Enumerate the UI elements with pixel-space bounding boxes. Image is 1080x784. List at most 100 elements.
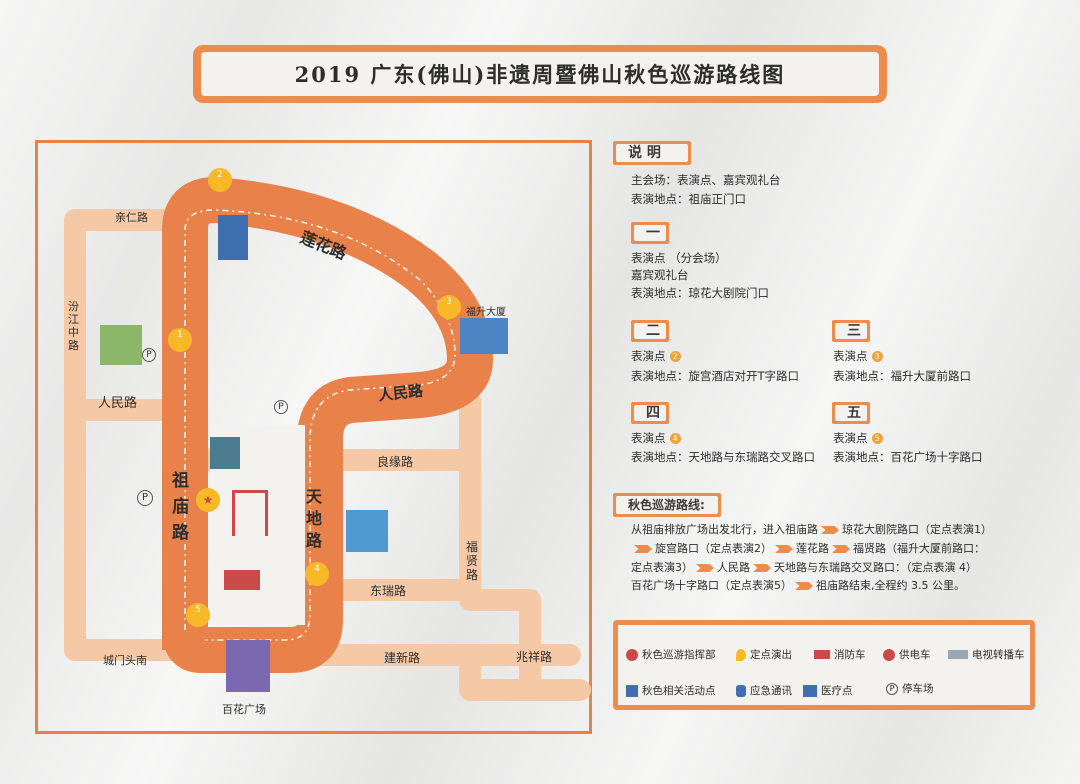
- chevron-right-icon: [795, 582, 813, 590]
- building-icon: [226, 640, 270, 692]
- page-title: 2019 广东(佛山)非遗周暨佛山秋色巡游路线图: [201, 52, 879, 96]
- parade-route: [162, 177, 493, 673]
- command-icon: [626, 648, 638, 661]
- explanation-heading-text: 说 明: [616, 144, 688, 162]
- legend-label: 医疗点: [821, 685, 853, 697]
- road-label-renmin-west: 人民路: [98, 396, 138, 411]
- road-label-dongrui: 东瑞路: [370, 584, 407, 598]
- pin-icon: [736, 648, 746, 661]
- section-three-label: 表演点: [833, 349, 868, 363]
- section-two-line2: 表演地点：旋宫酒店对开T字路口: [631, 369, 800, 383]
- place-label-fusheng: 福升大厦: [466, 307, 506, 318]
- parking-icon: P: [886, 682, 898, 695]
- road-label-qinren: 亲仁路: [115, 211, 148, 224]
- chevron-right-icon: [753, 564, 771, 572]
- road-label-jianxin: 建新路: [384, 651, 421, 665]
- route-text: 百花广场十字路口（定点表演5）: [631, 579, 792, 592]
- main-venue-pin-icon[interactable]: ★: [196, 488, 220, 524]
- pin-number: 1: [177, 330, 183, 340]
- legend-item-firetruck: 消防车: [814, 647, 866, 662]
- chevron-right-icon: [775, 545, 793, 553]
- section-four-line2: 表演地点：天地路与东瑞路交叉路口: [631, 450, 815, 464]
- section-tag-three-text: 三: [835, 323, 867, 339]
- section-tag-five-text: 五: [835, 405, 867, 421]
- road-label-fenjiang: 汾江中路: [68, 300, 79, 352]
- pin-number: 2: [217, 170, 223, 180]
- section-tag-one: 一: [631, 222, 669, 244]
- route-text: 祖庙路结束,全程约 3.5 公里。: [816, 579, 965, 592]
- route-text: 定点表演3）: [631, 561, 693, 574]
- tv-van-icon: [948, 650, 968, 659]
- section-tag-two-text: 二: [634, 323, 666, 339]
- section-tag-four-text: 四: [634, 405, 666, 421]
- legend-item-activity: 秋色相关活动点: [626, 683, 716, 698]
- pin-icon[interactable]: 3: [437, 295, 461, 331]
- fire-truck-icon: [814, 650, 830, 659]
- section-four-label: 表演点: [631, 431, 666, 445]
- road-fenjiang: [64, 209, 181, 661]
- chevron-right-icon: [634, 545, 652, 553]
- pin-icon[interactable]: 1: [168, 328, 192, 364]
- parade-route-center: [184, 209, 456, 641]
- pin-icon[interactable]: 2: [208, 168, 232, 204]
- building-icon: [346, 510, 388, 552]
- route-line-1: 从祖庙排放广场出发北行，进入祖庙路琼花大剧院路口（定点表演1）: [631, 521, 992, 537]
- parking-icon: P: [274, 400, 288, 414]
- map-frame: [35, 140, 592, 734]
- road-label-liangyuan: 良缘路: [377, 455, 414, 469]
- legend-label: 供电车: [899, 649, 931, 661]
- section-one-line1: 表演点 （分会场）: [631, 251, 727, 265]
- building-icon: [460, 318, 508, 354]
- section-tag-five: 五: [832, 402, 870, 424]
- road-label-chengmentounan: 城门头南: [103, 654, 147, 667]
- route-text: 福贤路（福升大厦前路口：: [853, 542, 985, 555]
- section-two-label: 表演点: [631, 349, 666, 363]
- road-label-tiandi: 天地路: [306, 487, 323, 550]
- legend-label: 秋色巡游指挥部: [642, 649, 716, 661]
- pin-number: 3: [446, 297, 452, 307]
- parking-icon: P: [142, 348, 156, 362]
- route-heading: 秋色巡游路线:: [613, 493, 721, 517]
- building-icon: [218, 215, 248, 260]
- section-one-line2: 嘉宾观礼台: [631, 268, 689, 282]
- road-label-zumiao: 祖庙路: [172, 471, 189, 543]
- section-tag-one-text: 一: [634, 225, 666, 241]
- chevron-right-icon: [821, 526, 839, 534]
- legend-item-parking: P 停车场: [886, 681, 934, 696]
- pin-number-icon: 3: [871, 351, 883, 362]
- route-text: 人民路: [717, 561, 750, 574]
- pin-icon[interactable]: 5: [186, 603, 210, 639]
- pin-number-icon: 5: [871, 433, 883, 444]
- activity-icon: [626, 684, 638, 697]
- section-one-line3: 表演地点：琼花大剧院门口: [631, 286, 769, 300]
- road-zhaoxiang: [459, 644, 591, 701]
- legend-label: 定点演出: [750, 649, 792, 661]
- building-icon: [210, 437, 240, 469]
- building-icon: [100, 325, 142, 365]
- legend: 秋色巡游指挥部 定点演出 消防车 供电车 电视转播车 秋色相关活动点 应急通讯 …: [613, 620, 1035, 710]
- parking-icon: P: [137, 490, 153, 506]
- legend-item-phone: 应急通讯: [736, 683, 792, 698]
- legend-label: 秋色相关活动点: [642, 685, 716, 697]
- route-text: 莲花路: [796, 542, 829, 555]
- pin-number: 5: [195, 605, 201, 615]
- pin-number-icon: 2: [669, 351, 681, 362]
- building-icon: [224, 570, 260, 590]
- route-line-2: 旋宫路口（定点表演2）莲花路福贤路（福升大厦前路口：: [631, 540, 985, 556]
- explanation-heading: 说 明: [613, 141, 691, 165]
- pin-number-icon: 4: [669, 433, 681, 444]
- legend-item-power: 供电车: [883, 647, 931, 662]
- legend-label: 应急通讯: [750, 685, 792, 697]
- road-label-zhaoxiang: 兆祥路: [516, 650, 553, 664]
- legend-item-medical: 医疗点: [803, 683, 853, 698]
- pin-number: 4: [314, 564, 320, 574]
- pin-icon[interactable]: 4: [305, 562, 329, 598]
- legend-label: 停车场: [902, 683, 934, 695]
- legend-item-pin: 定点演出: [736, 647, 792, 662]
- main-venue-line2: 表演地点：祖庙正门口: [631, 192, 746, 206]
- legend-inner: 秋色巡游指挥部 定点演出 消防车 供电车 电视转播车 秋色相关活动点 应急通讯 …: [618, 625, 1030, 705]
- gate-icon: [232, 490, 268, 536]
- section-tag-three: 三: [832, 320, 870, 342]
